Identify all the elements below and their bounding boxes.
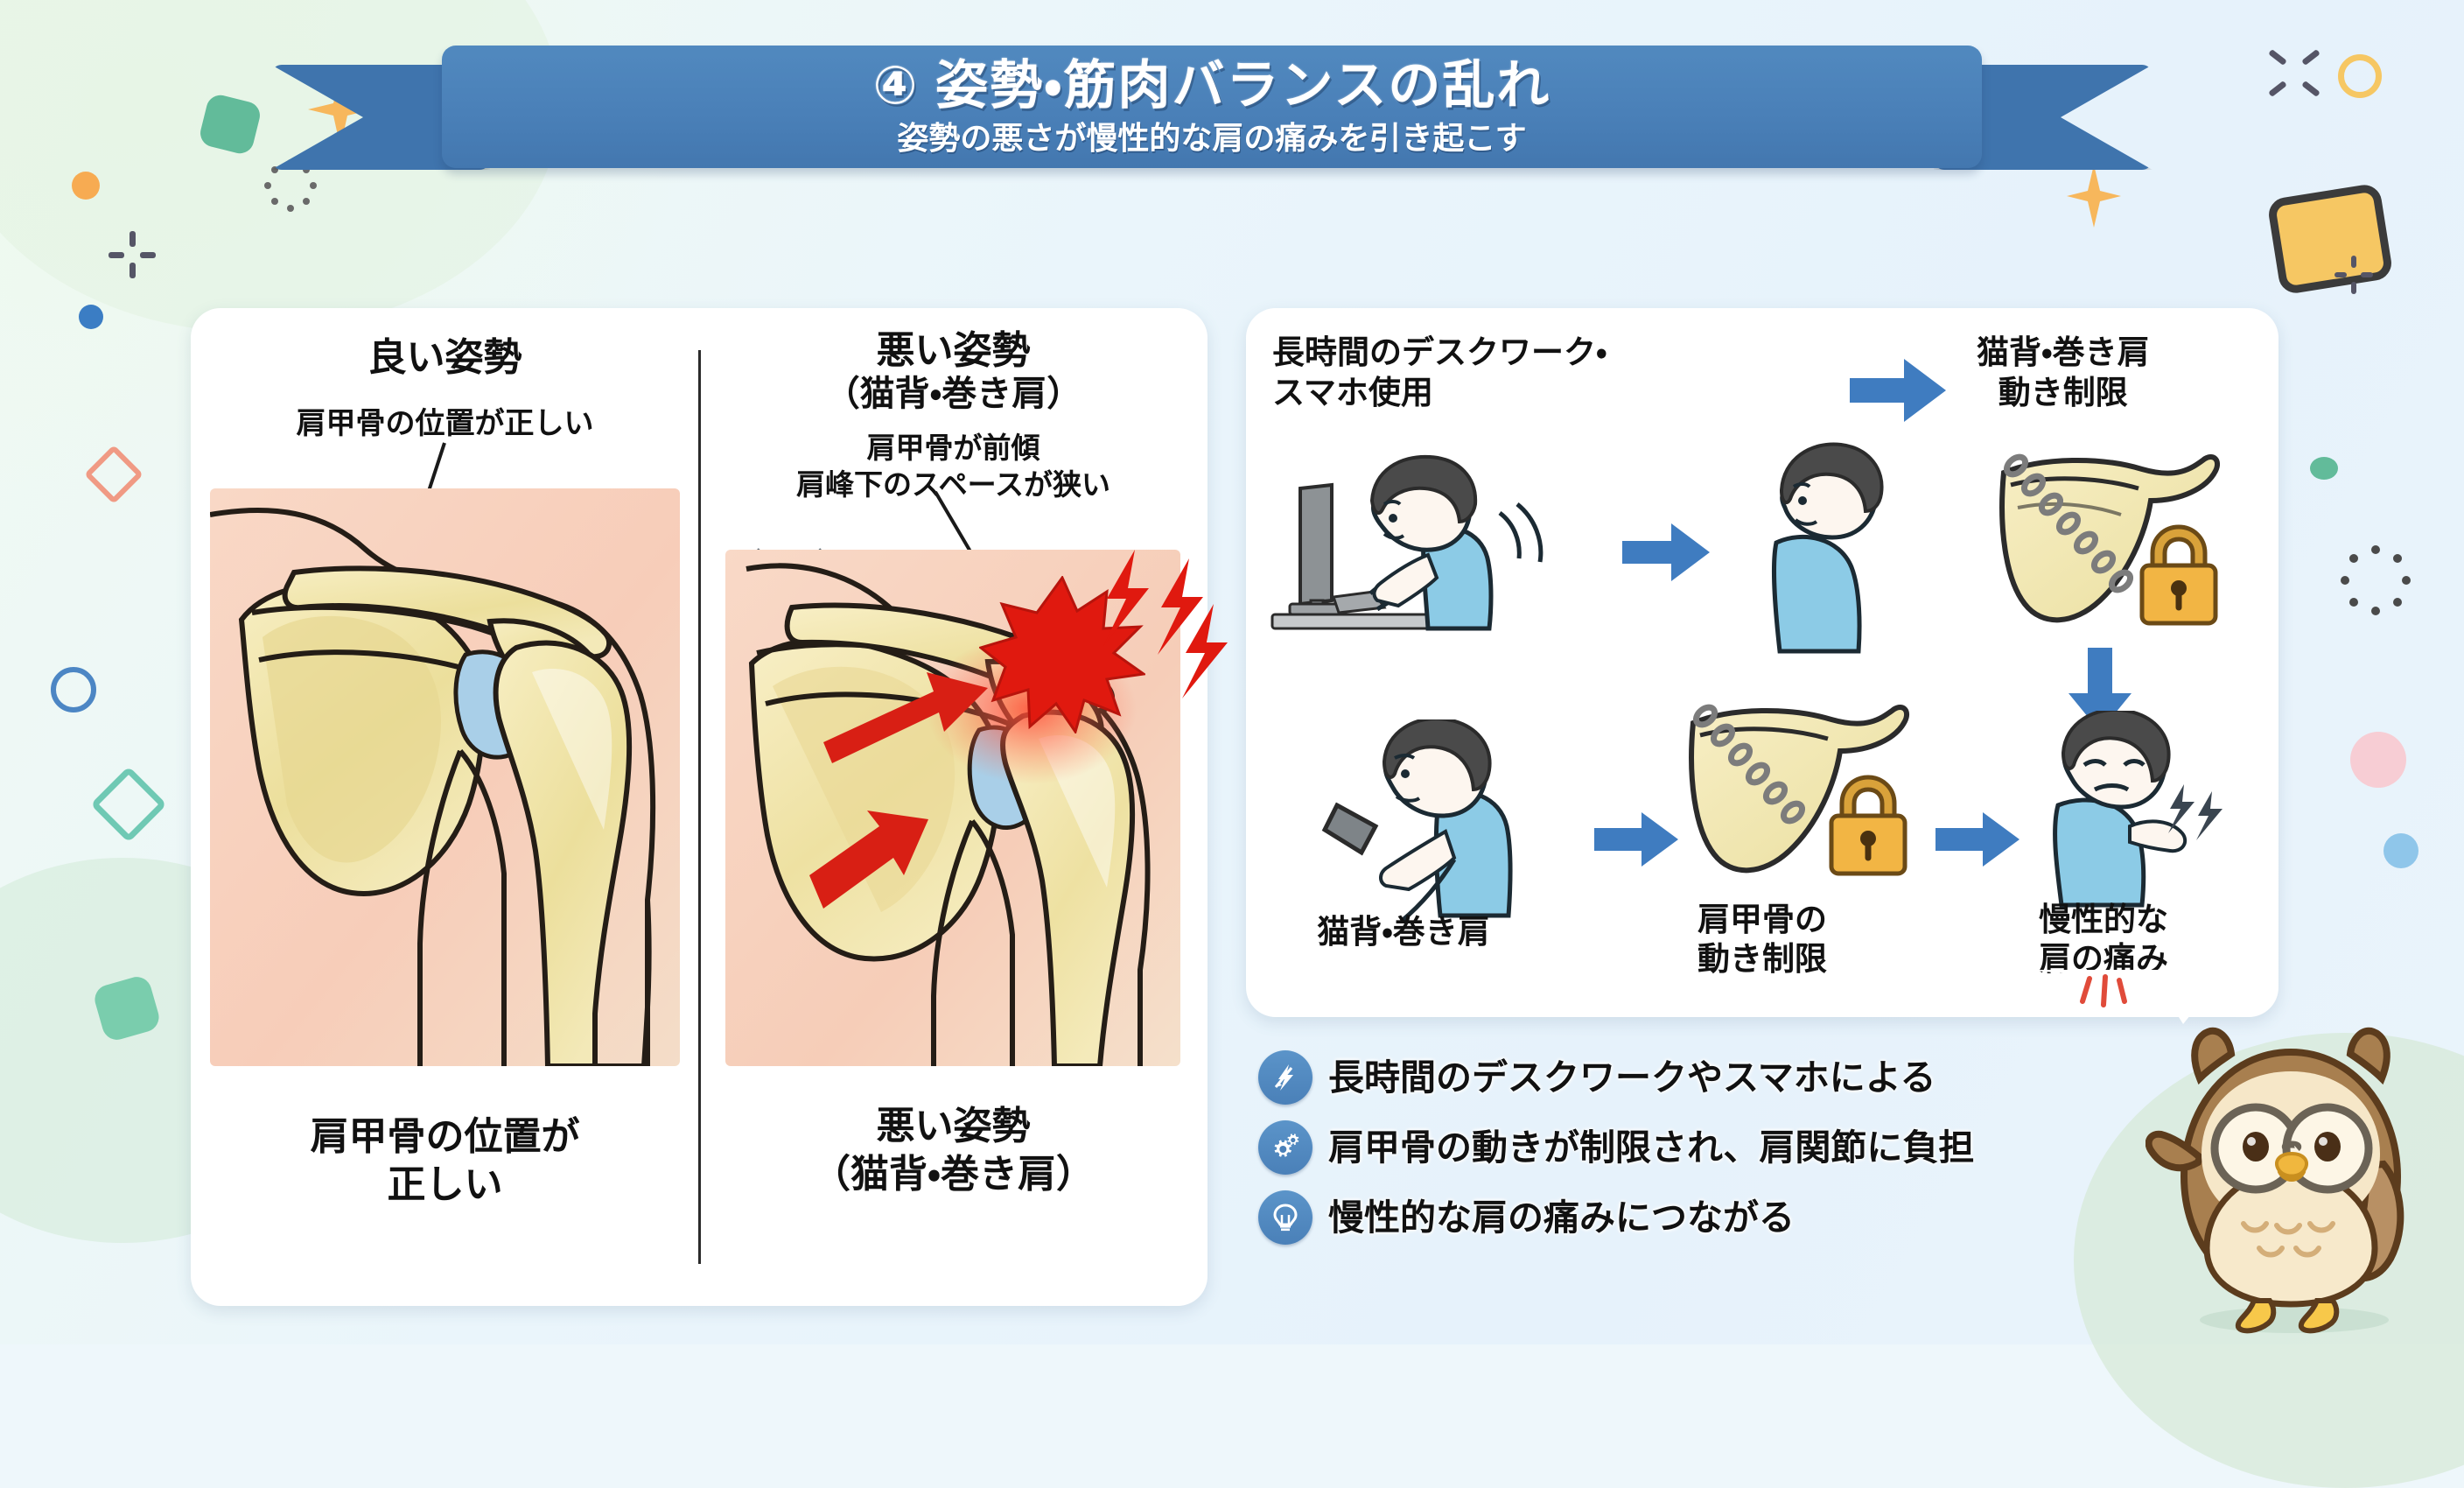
decor-star-orange-right	[2067, 165, 2121, 228]
bad-shoulder-anatomy	[725, 550, 1180, 1066]
header-ribbon: ④ 姿勢・筋肉バランスの乱れ 姿勢の悪さが慢性的な肩の痛みを引き起こす	[271, 46, 2152, 170]
decor-square-teal	[197, 92, 263, 157]
flow-caption-0: 猫背・巻き肩	[1317, 914, 1490, 950]
desk-worker-illustration	[1270, 454, 1544, 631]
bad-posture-annotation-1: 肩甲骨が前傾	[866, 432, 1040, 464]
pain-bolts-icon	[1103, 550, 1228, 698]
bullet-text-0: 長時間のデスクワークやスマホによる	[1328, 1056, 1936, 1098]
posture-comparison-card: 良い姿勢 肩甲骨の位置が正しい	[191, 308, 1228, 1306]
shoulder-pain-person-illustration	[2053, 711, 2222, 908]
flow-caption-1: 肩甲骨の 動き制限	[1698, 902, 1827, 978]
flow-step1-label: 長時間のデスクワーク・ スマホ使用	[1272, 334, 1607, 411]
decor-ring-coral	[84, 445, 144, 504]
decor-ring-blue	[51, 667, 96, 712]
mascot-sparkle-icon	[2080, 974, 2127, 1007]
slouched-person-illustration	[1771, 442, 1884, 654]
bad-posture-caption-text: 悪い姿勢 （猫背・巻き肩）	[812, 1105, 1095, 1196]
decor-dot-pinkring	[2350, 732, 2406, 788]
good-posture-panel: 良い姿勢 肩甲骨の位置が正しい	[191, 308, 699, 1306]
decor-dot-blue-2	[2384, 833, 2418, 868]
padlock-icon-2	[1829, 775, 1908, 876]
decor-dot-orange	[72, 172, 100, 200]
bad-posture-caption: 悪い姿勢 （猫背・巻き肩）	[699, 1103, 1208, 1198]
bad-posture-panel: 悪い姿勢 （猫背・巻き肩） 肩甲骨が前傾 肩峰下のスペースが狭い	[699, 308, 1228, 1306]
bad-posture-title: 悪い姿勢	[876, 329, 1031, 372]
decor-square-teal-2	[91, 973, 163, 1043]
decor-dotted-circle	[2341, 545, 2411, 615]
decor-sparkle-topleft	[108, 231, 156, 278]
bullet-text-1: 肩甲骨の動きが制限され、肩関節に負担	[1328, 1127, 1975, 1168]
decor-ring-yellow	[2338, 54, 2382, 98]
decor-dot-green-right	[2310, 457, 2338, 480]
gears-icon	[1258, 1120, 1312, 1175]
good-posture-annotation: 肩甲骨の位置が正しい	[296, 407, 594, 440]
arrow-right-bottom2-icon	[1936, 812, 2020, 867]
ribbon-body: ④ 姿勢・筋肉バランスの乱れ 姿勢の悪さが慢性的な肩の痛みを引き起こす	[442, 46, 1982, 168]
page-subtitle: 姿勢の悪さが慢性的な肩の痛みを引き起こす	[897, 120, 1527, 156]
bad-posture-annotation-2: 肩峰下のスペースが狭い	[795, 468, 1111, 501]
good-posture-caption: 肩甲骨の位置が 正しい	[191, 1113, 699, 1209]
good-posture-caption-text: 肩甲骨の位置が 正しい	[310, 1115, 580, 1206]
decor-dot-blue	[79, 305, 103, 329]
decor-sparkle-midright	[2334, 256, 2373, 294]
smartphone-user-illustration	[1321, 719, 1513, 923]
lightbulb-icon	[1258, 1190, 1312, 1245]
speech-bubble-tail	[2026, 970, 2227, 1024]
page-title: ④ 姿勢・筋肉バランスの乱れ	[872, 56, 1551, 115]
flow-step2-label: 猫背・巻き肩 動き制限	[1977, 334, 2150, 411]
good-shoulder-anatomy	[210, 488, 680, 1066]
decor-square-yellow-outlined	[2266, 182, 2394, 296]
bad-posture-title-paren: （猫背・巻き肩）	[824, 375, 1082, 413]
arrow-right-bottom1-icon	[1594, 812, 1678, 867]
decor-ring-teal	[90, 766, 167, 843]
bullet-item-0: 長時間のデスクワークやスマホによる	[1258, 1049, 2186, 1106]
arrow-right-top-icon	[1850, 359, 1946, 422]
causal-flow-card: 長時間のデスクワーク・ スマホ使用 猫背・巻き肩 動き制限	[1246, 308, 2278, 1017]
bullet-item-1: 肩甲骨の動きが制限され、肩関節に負担	[1258, 1119, 2186, 1176]
card-divider	[698, 350, 701, 1264]
padlock-icon	[2139, 524, 2218, 626]
summary-bullet-list: 長時間のデスクワークやスマホによる 肩甲骨の動きが制限され、肩関節に負担	[1258, 1049, 2186, 1259]
owl-mascot	[2146, 1027, 2404, 1334]
good-posture-title-row: 良い姿勢	[191, 336, 699, 379]
decor-sparkle-right	[2266, 48, 2322, 103]
chained-scapula-illustration-2	[1689, 704, 1910, 876]
bullet-item-2: 慢性的な肩の痛みにつながる	[1258, 1189, 2186, 1246]
chained-scapula-illustration	[1999, 453, 2221, 626]
lightning-icon	[1258, 1050, 1312, 1105]
bullet-text-2: 慢性的な肩の痛みにつながる	[1328, 1197, 1795, 1238]
good-posture-title: 良い姿勢	[359, 336, 531, 379]
arrow-right-mid-icon	[1622, 523, 1710, 581]
